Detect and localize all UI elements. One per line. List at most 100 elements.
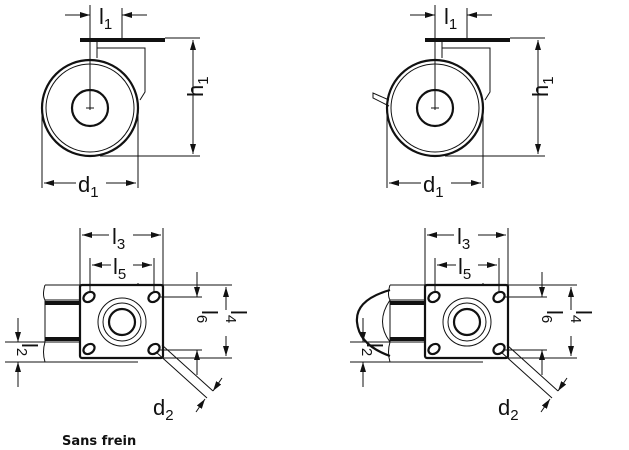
label-l6-sub: 6 [193,315,210,323]
label-l2-sub: 2 [358,348,375,356]
caption: Sans frein [62,434,136,449]
label-bg [111,252,133,278]
mounting-hole [147,342,161,356]
mounting-plate-top [78,283,165,360]
mounting-hole [427,342,441,356]
bearing-outer [97,297,147,347]
label-h1: h1 [183,76,212,97]
label-h1-sub: 1 [540,76,557,84]
label-bg [456,252,478,278]
label-d2: d2 [498,395,519,424]
view-with-brake: l1h1d1l3l5l6l4l2d2Avec frein [350,4,596,424]
label-l1-sub: 1 [104,16,112,33]
label-l4: l4 [222,310,251,323]
d2-ext-1 [155,351,208,399]
label-l2-base: l [17,343,42,348]
label-h1-sub: 1 [195,76,212,84]
bearing-mid [102,302,142,342]
label-l2: l2 [358,343,387,356]
label-d2-sub: 2 [165,407,173,424]
d2-arrow-2 [195,398,206,413]
label-bg [217,310,235,336]
label-l4-sub: 4 [222,315,239,323]
label-bg [562,310,580,336]
label-d1-sub: 1 [90,184,98,201]
label-l6: l6 [193,310,222,323]
d2-ext-2 [161,344,214,392]
mounting-hole [82,342,96,356]
label-l6: l6 [538,310,567,323]
label-d1-sub: 1 [435,184,443,201]
label-bg [454,222,478,248]
label-d1: d1 [78,172,99,201]
label-l3-base: l [112,224,117,249]
label-l1-sub: 1 [449,16,457,33]
label-l3-sub: 3 [117,236,125,253]
label-l5-base: l [113,254,118,279]
mounting-hole [82,290,96,304]
label-l6-base: l [542,310,567,315]
label-l5: l5 [113,254,126,283]
d2-arrow-2 [540,398,551,413]
d2-ext-1 [500,351,553,399]
label-d1: d1 [423,172,444,201]
label-l6-base: l [197,310,222,315]
fork [96,42,146,101]
label-bg [76,172,106,194]
fork [441,42,491,101]
bearing-outer [442,297,492,347]
mounting-plate-top [423,283,510,360]
brake-lever [372,92,390,107]
label-d2-base: d [498,395,510,420]
label-h1-base: h [183,85,208,97]
tread-line [45,337,80,341]
label-bg [421,172,451,194]
label-h1-base: h [528,85,553,97]
d2-arrow-1 [212,377,223,392]
label-l1: l1 [444,4,457,33]
label-l5: l5 [458,254,471,283]
d2-ext-2 [506,344,559,392]
label-l5-base: l [458,254,463,279]
bearing-mid [447,302,487,342]
mounting-plate [425,38,510,42]
label-l2: l2 [13,343,42,356]
brake-pedal-inner [382,299,391,343]
d2-arrow-1 [557,377,568,392]
label-l3-sub: 3 [462,236,470,253]
mounting-hole [492,342,506,356]
label-d2-sub: 2 [510,407,518,424]
mounting-plate [80,38,165,42]
label-l3: l3 [112,224,125,253]
label-l2-base: l [362,343,387,348]
label-d2: d2 [153,395,174,424]
label-h1: h1 [528,76,557,97]
label-l5-sub: 5 [118,266,126,283]
label-l3-base: l [457,224,462,249]
label-l4: l4 [567,310,596,323]
label-l3: l3 [457,224,470,253]
label-l2-sub: 2 [13,348,30,356]
brake-pedal [355,288,391,358]
label-l5-sub: 5 [463,266,471,283]
label-l6-sub: 6 [538,315,555,323]
label-l1-base: l [444,4,449,29]
wheel-band [43,283,139,363]
label-l4-base: l [571,310,596,315]
bearing-inner [107,307,137,337]
wheel-band [388,283,484,363]
label-l1: l1 [99,4,112,33]
label-l4-base: l [226,310,251,315]
tread-line [390,337,425,341]
label-bg [109,222,133,248]
label-l1-base: l [99,4,104,29]
mounting-hole [492,290,506,304]
mounting-hole [427,290,441,304]
